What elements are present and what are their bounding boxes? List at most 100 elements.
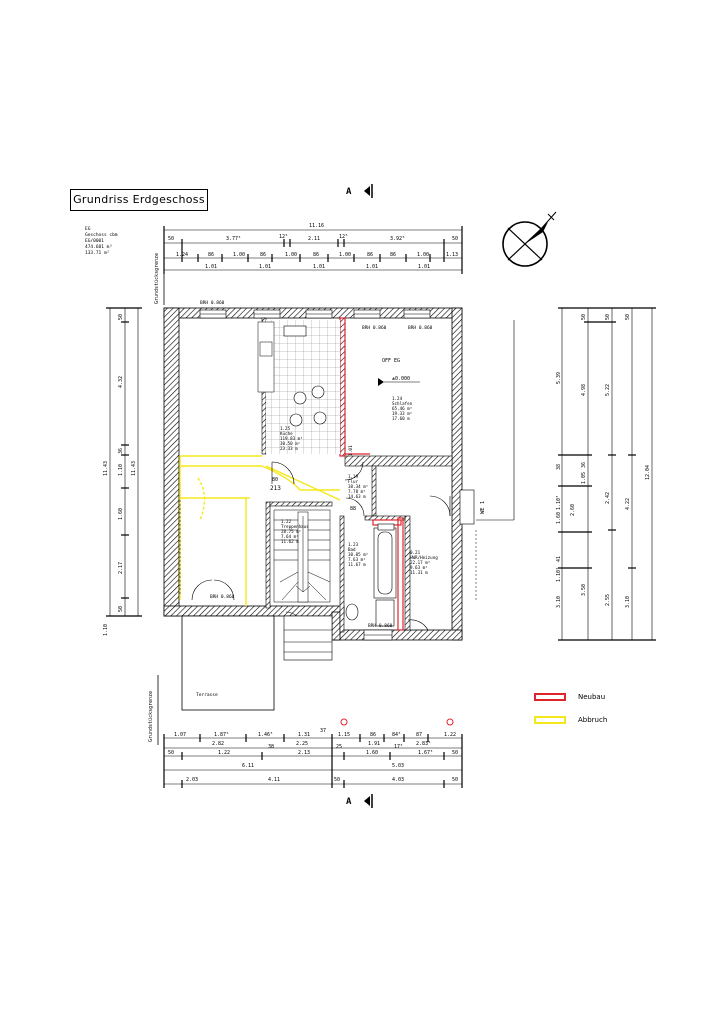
- dimension-chain-bottom: [163, 734, 463, 788]
- svg-text:1.01: 1.01: [259, 264, 271, 270]
- svg-text:84⁵: 84⁵: [392, 732, 401, 738]
- room-number: 1.23: [348, 542, 359, 547]
- door-width-label: 88: [350, 506, 356, 512]
- door-height-label: 213: [270, 485, 281, 492]
- section-marker-top: A: [346, 184, 373, 198]
- entrance-label: WE 1: [480, 501, 486, 514]
- svg-text:1.10: 1.10: [118, 464, 124, 476]
- sill-height-label: BRH 0.860: [408, 325, 433, 331]
- dimension-labels-left: 50 4.32 36 1.10 1.60 2.17 50 11.43 11.43…: [103, 314, 137, 636]
- svg-text:5.22: 5.22: [605, 384, 611, 396]
- room-perimeter: 11.67 m: [348, 562, 366, 567]
- level-label: ±0.000: [392, 376, 410, 382]
- room-name: Schlafen: [392, 401, 413, 406]
- svg-text:25: 25: [336, 744, 342, 750]
- svg-text:1.60: 1.60: [366, 750, 378, 756]
- room-labels: BRH 0.860 BRH 0.860 BRH 0.860 BRH 0.860 …: [196, 300, 486, 698]
- svg-text:50: 50: [118, 606, 124, 612]
- floor-info-block: EG Geschoss cbm EG/0001 474.681 m³ 133.7…: [85, 226, 118, 256]
- svg-text:3.92⁵: 3.92⁵: [390, 236, 405, 242]
- room-number: 1.22: [281, 519, 292, 524]
- section-marker-bottom: A: [346, 794, 373, 808]
- svg-text:50: 50: [625, 314, 631, 320]
- svg-text:2.25: 2.25: [296, 741, 308, 747]
- svg-text:4.32: 4.32: [118, 376, 124, 388]
- svg-text:2.13: 2.13: [298, 750, 310, 756]
- svg-text:1.10⁵: 1.10⁵: [556, 567, 562, 582]
- svg-text:2.82: 2.82: [212, 741, 224, 747]
- room-area: 7.63 m²: [348, 557, 366, 562]
- dimension-chain-top: [163, 226, 463, 274]
- room-volume: 119.83 m³: [280, 436, 303, 441]
- svg-text:1.60: 1.60: [556, 512, 562, 524]
- dimension-labels-bottom: 1.07 1.87⁵ 1.46⁵ 1.31 37 1.15 86 84⁵ 87 …: [168, 728, 458, 783]
- svg-text:50: 50: [452, 236, 458, 242]
- room-volume: 22.17 m³: [410, 560, 430, 565]
- marker-circles: [340, 718, 454, 726]
- svg-text:12⁵: 12⁵: [279, 234, 288, 240]
- svg-text:86: 86: [208, 252, 214, 258]
- svg-text:11.16: 11.16: [309, 223, 324, 229]
- room-perimeter: 11.31 m: [410, 570, 428, 575]
- room-area: 9.63 m²: [410, 565, 428, 570]
- room-number: 1.24: [392, 396, 403, 401]
- sill-height-label: BRH 0.860: [368, 623, 393, 629]
- door-width-label: 1.01: [348, 445, 354, 456]
- terrace-label: Terrasse: [196, 692, 218, 698]
- door-width-label: 80: [272, 477, 278, 483]
- room-number: 1.19: [348, 474, 359, 479]
- dimension-labels-right: 5.39 38 1.10⁵ 1.60 41 1.10⁵ 3.10 50 4.98…: [556, 314, 651, 608]
- legend-item-neubau: Neubau: [534, 693, 605, 701]
- svg-text:1.01: 1.01: [366, 264, 378, 270]
- legend-swatch-red: [534, 693, 566, 701]
- svg-text:1.15: 1.15: [338, 732, 350, 738]
- drawing-title: Grundriss Erdgeschoss: [70, 189, 208, 211]
- svg-text:2.42: 2.42: [605, 492, 611, 504]
- room-area: 19.33 m²: [392, 411, 412, 416]
- kitchen-floor: [257, 320, 340, 454]
- svg-text:1.31: 1.31: [298, 732, 310, 738]
- svg-text:2.11: 2.11: [308, 236, 320, 242]
- room-perimeter: 11.62 m: [281, 539, 299, 544]
- room-number: 0.21: [410, 550, 421, 555]
- svg-text:1.01: 1.01: [205, 264, 217, 270]
- svg-text:38: 38: [268, 744, 274, 750]
- svg-text:3.50: 3.50: [581, 584, 587, 596]
- svg-text:17⁵: 17⁵: [394, 744, 403, 750]
- svg-text:3.10: 3.10: [625, 596, 631, 608]
- svg-text:1.00: 1.00: [233, 252, 245, 258]
- svg-text:50: 50: [605, 314, 611, 320]
- svg-text:1.91: 1.91: [368, 741, 380, 747]
- svg-text:2.03: 2.03: [186, 777, 198, 783]
- room-area: 7.64 m²: [281, 534, 299, 539]
- room-name: Bad: [348, 547, 356, 552]
- svg-text:1.22: 1.22: [444, 732, 456, 738]
- north-arrow-icon: [502, 211, 557, 267]
- svg-text:1.13: 1.13: [446, 252, 458, 258]
- svg-text:11.43: 11.43: [103, 461, 109, 476]
- svg-text:50: 50: [581, 314, 587, 320]
- svg-text:6.11: 6.11: [242, 763, 254, 769]
- windows: [199, 309, 431, 641]
- svg-text:4.11: 4.11: [268, 777, 280, 783]
- svg-text:87: 87: [416, 732, 422, 738]
- boundary-label-bottom: Grundstücksgrenze: [148, 691, 154, 742]
- legend-label: Abbruch: [578, 716, 608, 724]
- svg-text:50: 50: [118, 314, 124, 320]
- svg-text:50: 50: [168, 236, 174, 242]
- svg-text:2.83⁵: 2.83⁵: [416, 741, 431, 747]
- svg-text:5.39: 5.39: [556, 372, 562, 384]
- room-volume: 28.75 m²: [281, 529, 301, 534]
- svg-text:12⁵: 12⁵: [339, 234, 348, 240]
- room-volume: 38.34 m³: [348, 484, 368, 489]
- svg-text:86: 86: [370, 732, 376, 738]
- info-line: EG/0001: [85, 238, 104, 244]
- svg-text:1.00: 1.00: [339, 252, 351, 258]
- svg-text:4.98: 4.98: [581, 384, 587, 396]
- svg-text:86: 86: [390, 252, 396, 258]
- svg-text:1.22: 1.22: [218, 750, 230, 756]
- svg-text:2.55: 2.55: [605, 594, 611, 606]
- info-line: EG: [85, 226, 91, 232]
- svg-text:50: 50: [334, 777, 340, 783]
- svg-text:1.46⁵: 1.46⁵: [258, 732, 273, 738]
